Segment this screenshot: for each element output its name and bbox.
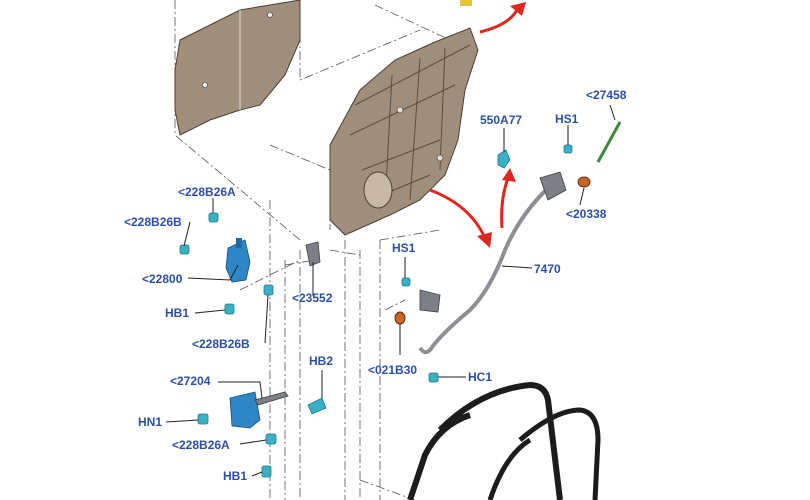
label-hn1[interactable]: HN1 — [138, 415, 162, 429]
label-7470[interactable]: 7470 — [534, 262, 561, 276]
door-frame — [329, 27, 479, 236]
door-trim-panel — [174, 0, 301, 136]
label-hc1[interactable]: HC1 — [468, 370, 492, 384]
clip-228b26b-bot — [263, 284, 274, 296]
leader-lines — [165, 104, 616, 477]
clip-228b26a-bot — [265, 433, 277, 445]
label-228b26a-top[interactable]: <228B26A — [178, 185, 236, 199]
label-hb1-top[interactable]: HB1 — [165, 306, 189, 320]
clip-hs1-mid — [401, 277, 411, 287]
clip-hn1 — [197, 413, 209, 425]
red-arrow-right — [500, 168, 516, 229]
label-228b26b-bot[interactable]: <228B26B — [192, 337, 250, 351]
clip-hc1 — [428, 372, 439, 383]
grommet-20338 — [577, 176, 591, 188]
lower-hinge — [229, 391, 289, 429]
clip-550a77 — [497, 149, 511, 169]
bracket-23552 — [305, 241, 321, 267]
clip-hs1-top — [563, 144, 573, 154]
label-20338[interactable]: <20338 — [566, 207, 607, 221]
label-27204[interactable]: <27204 — [170, 374, 211, 388]
clip-hb1-top — [224, 303, 235, 315]
bolt-hb2 — [307, 397, 327, 415]
part-labels: <228B26A <228B26B <22800 HB1 <228B26B <2… — [124, 88, 627, 483]
weatherstrip-seal — [407, 381, 601, 500]
label-hs1-mid[interactable]: HS1 — [392, 241, 416, 255]
label-228b26a-bot[interactable]: <228B26A — [172, 438, 230, 452]
grommet-021b30 — [394, 311, 406, 325]
cable-7470 — [418, 171, 567, 355]
label-23552[interactable]: <23552 — [292, 291, 333, 305]
red-arrow-center — [429, 188, 492, 248]
label-021b30[interactable]: <021B30 — [368, 363, 417, 377]
rod-27458 — [596, 121, 622, 163]
label-550a77[interactable]: 550A77 — [480, 113, 522, 127]
yellow-cap — [460, 0, 472, 6]
clip-228b26a-top — [208, 212, 219, 223]
red-arrow-top — [479, 2, 526, 34]
construction-lines — [174, 0, 451, 500]
clip-hb1-bot — [261, 465, 272, 478]
label-228b26b-top[interactable]: <228B26B — [124, 215, 182, 229]
label-22800[interactable]: <22800 — [142, 272, 183, 286]
label-hb1-bot[interactable]: HB1 — [223, 469, 247, 483]
label-27458[interactable]: <27458 — [586, 88, 627, 102]
clip-228b26b-top — [179, 244, 190, 255]
upper-hinge — [225, 238, 251, 283]
label-hs1-top[interactable]: HS1 — [555, 112, 579, 126]
label-hb2[interactable]: HB2 — [309, 354, 333, 368]
